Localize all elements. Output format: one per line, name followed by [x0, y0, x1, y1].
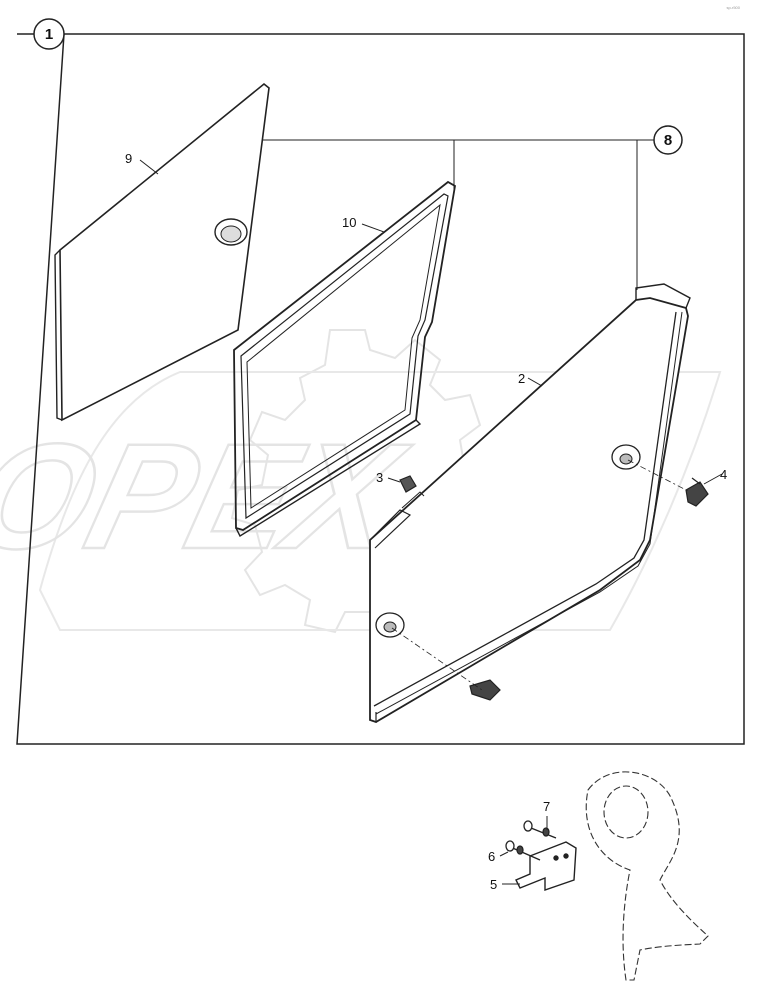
- centerline-lower: [391, 627, 483, 691]
- leader-4: [703, 473, 723, 485]
- watermark-swoosh: [38, 371, 722, 631]
- group-label: 1: [45, 26, 53, 43]
- leader-3: [387, 477, 401, 483]
- group-label-circle: [33, 18, 65, 50]
- part-7-bolt: [523, 820, 557, 839]
- part-5-bracket: [515, 841, 577, 891]
- callout-3: 3: [376, 470, 383, 485]
- part-4-latch-lower: [469, 679, 501, 701]
- callout-9: 9: [125, 151, 132, 166]
- mounting-arm-reference: [585, 771, 709, 981]
- assembly-label: 8: [664, 132, 672, 149]
- assembly-label-circle: [653, 125, 683, 155]
- leader-9: [139, 159, 159, 175]
- corner-mark: sp-r500: [726, 5, 740, 10]
- part-10-seal-frame: [233, 180, 456, 538]
- leader-10: [361, 223, 385, 233]
- leader-2: [527, 377, 543, 387]
- callout-7: 7: [543, 799, 550, 814]
- centerline-4: [627, 459, 691, 493]
- callout-4: 4: [720, 467, 727, 482]
- part-3-bumper: [399, 475, 417, 493]
- part-4-latch-upper: [685, 477, 709, 507]
- callout-2: 2: [518, 371, 525, 386]
- leader-6: [499, 851, 509, 857]
- watermark: OPEX: [0, 329, 722, 634]
- assembly-callout-lines: [262, 139, 654, 290]
- part-2-door-panel: [369, 283, 691, 723]
- watermark-text: OPEX: [0, 413, 422, 580]
- callout-5: 5: [490, 877, 497, 892]
- callout-6: 6: [488, 849, 495, 864]
- group-frame: [16, 33, 745, 745]
- callout-10: 10: [342, 215, 356, 230]
- part-9-glass-panel: [54, 82, 270, 422]
- part-6-bolt: [505, 840, 541, 861]
